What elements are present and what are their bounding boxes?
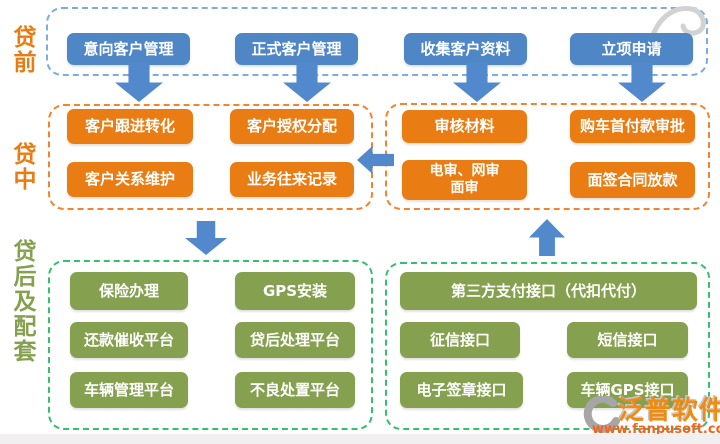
up-arrow-post-to-mid xyxy=(529,219,565,256)
watermark-logo-icon xyxy=(583,396,620,433)
page-curl-icon xyxy=(646,4,708,54)
watermark: 泛普软件 www.fanpusoft.com xyxy=(578,390,720,442)
flow-node-review-materials[interactable]: 审核材料 xyxy=(402,110,527,143)
flow-node-sms-interface[interactable]: 短信接口 xyxy=(567,322,688,358)
flow-node-repayment-collection-platform[interactable]: 还款催收平台 xyxy=(70,322,188,358)
flow-node-business-records[interactable]: 业务往来记录 xyxy=(230,162,354,197)
flow-node-customer-relationship[interactable]: 客户关系维护 xyxy=(67,162,193,197)
flow-node-vehicle-gps-interface[interactable]: 车辆GPS接口 xyxy=(567,372,688,408)
flow-node-customer-authorization[interactable]: 客户授权分配 xyxy=(230,109,354,144)
flow-node-insurance-handling[interactable]: 保险办理 xyxy=(70,272,188,310)
flow-node-esignature-interface[interactable]: 电子签章接口 xyxy=(400,372,523,408)
flow-node-credit-interface[interactable]: 征信接口 xyxy=(400,322,520,358)
flow-node-gps-install[interactable]: GPS安装 xyxy=(235,272,355,310)
stage-label-pre-loan: 贷前 xyxy=(9,25,35,75)
flow-node-intent-customer-mgmt[interactable]: 意向客户管理 xyxy=(67,33,190,65)
down-arrow-mid-to-post xyxy=(185,221,227,255)
flow-node-collect-customer-info[interactable]: 收集客户资料 xyxy=(404,33,527,65)
zone-pre-loan xyxy=(46,7,708,76)
flow-node-postloan-processing-platform[interactable]: 贷后处理平台 xyxy=(235,322,355,358)
flow-node-thirdparty-payment-interface[interactable]: 第三方支付接口（代扣代付） xyxy=(400,272,697,310)
flow-node-downpayment-approval[interactable]: 购车首付款审批 xyxy=(570,110,695,143)
stage-label-post-loan: 贷后及配套 xyxy=(9,239,35,364)
flow-node-sign-contract-lending[interactable]: 面签合同放款 xyxy=(570,162,695,198)
watermark-url: www.fanpusoft.com xyxy=(592,422,720,437)
stage-label-in-loan: 贷中 xyxy=(9,142,35,192)
watermark-brand: 泛普软件 xyxy=(618,396,720,426)
flow-node-bad-asset-disposal-platform[interactable]: 不良处置平台 xyxy=(235,372,355,408)
flow-node-tele-web-interview-review[interactable]: 电审、网审 面审 xyxy=(402,160,527,200)
flow-node-project-application[interactable]: 立项申请 xyxy=(570,33,693,65)
zone-post-loan-left xyxy=(48,260,373,430)
bottom-strip xyxy=(0,434,720,444)
flow-node-customer-followup[interactable]: 客户跟进转化 xyxy=(67,109,193,144)
flow-node-formal-customer-mgmt[interactable]: 正式客户管理 xyxy=(235,33,358,65)
flow-node-vehicle-mgmt-platform[interactable]: 车辆管理平台 xyxy=(70,372,188,408)
zone-post-loan-right xyxy=(385,262,710,430)
